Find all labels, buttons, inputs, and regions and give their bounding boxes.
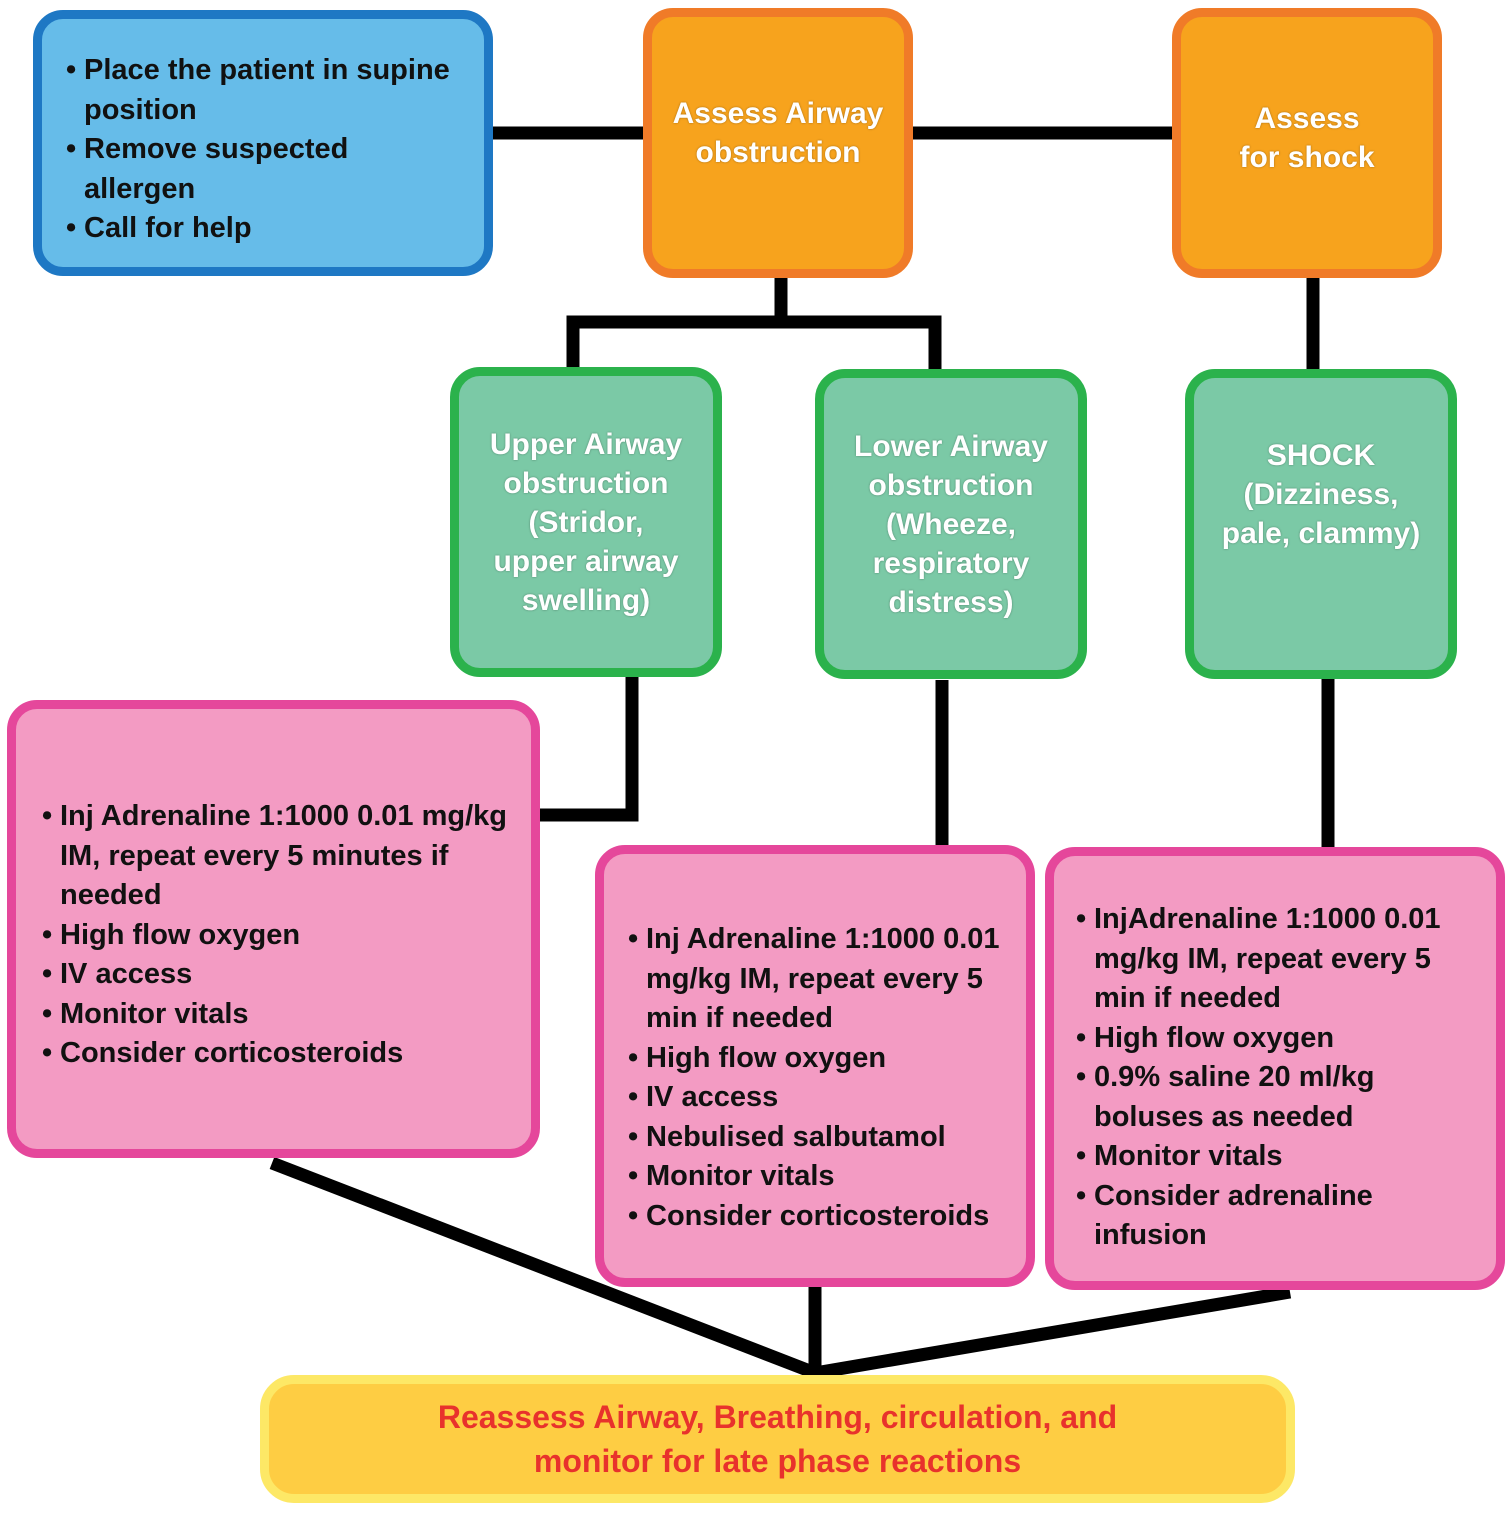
upper-airway-label: Upper Airway obstruction (Stridor, upper…	[489, 427, 683, 617]
treatment-item: Consider adrenaline infusion	[1076, 1177, 1482, 1256]
reassess-box: Reassess Airway, Breathing, circulation,…	[260, 1375, 1295, 1503]
initial-step-item: Place the patient in supine position	[66, 51, 464, 130]
treatment-item: Monitor vitals	[42, 995, 513, 1035]
connector-airway-branch	[566, 275, 788, 372]
treatment-item: Inj Adrenaline 1:1000 0.01 mg/kg IM, rep…	[42, 797, 513, 916]
treatment-item: Nebulised salbutamol	[628, 1118, 1010, 1158]
initial-steps-box: Place the patient in supine position Rem…	[33, 10, 493, 276]
shock-label: SHOCK (Dizziness, pale, clammy)	[1221, 438, 1421, 550]
treatment-item: 0.9% saline 20 ml/kg boluses as needed	[1076, 1058, 1482, 1137]
connector-upper-to-treatment	[530, 675, 639, 822]
treatment-item: Inj Adrenaline 1:1000 0.01 mg/kg IM, rep…	[628, 920, 1010, 1039]
treatment-item: High flow oxygen	[42, 916, 513, 956]
upper-treatment-list: Inj Adrenaline 1:1000 0.01 mg/kg IM, rep…	[42, 797, 513, 1074]
connector-upper-treatment-to-reassess	[269, 1156, 818, 1380]
assess-shock-box: Assess for shock	[1172, 8, 1442, 278]
treatment-item: High flow oxygen	[628, 1039, 1010, 1079]
initial-step-item: Remove suspected allergen	[66, 130, 464, 209]
lower-airway-label: Lower Airway obstruction (Wheeze, respir…	[854, 429, 1048, 619]
connector-airway-branch-lower	[781, 315, 942, 372]
lower-treatment-box: Inj Adrenaline 1:1000 0.01 mg/kg IM, rep…	[595, 845, 1035, 1287]
shock-treatment-list: InjAdrenaline 1:1000 0.01 mg/kg IM, repe…	[1076, 900, 1482, 1256]
treatment-item: High flow oxygen	[1076, 1019, 1482, 1059]
assess-airway-box: Assess Airway obstruction	[643, 8, 913, 278]
lower-airway-box: Lower Airway obstruction (Wheeze, respir…	[815, 369, 1087, 679]
treatment-item: IV access	[628, 1078, 1010, 1118]
upper-airway-box: Upper Airway obstruction (Stridor, upper…	[450, 367, 722, 677]
initial-step-item: Call for help	[66, 209, 464, 249]
treatment-item: InjAdrenaline 1:1000 0.01 mg/kg IM, repe…	[1076, 900, 1482, 1019]
assess-airway-label: Assess Airway obstruction	[672, 97, 884, 169]
treatment-item: Monitor vitals	[1076, 1137, 1482, 1177]
treatment-item: Monitor vitals	[628, 1157, 1010, 1197]
connector-shock-treatment-to-reassess	[813, 1285, 1292, 1380]
treatment-item: IV access	[42, 955, 513, 995]
shock-box: SHOCK (Dizziness, pale, clammy)	[1185, 369, 1457, 679]
lower-treatment-list: Inj Adrenaline 1:1000 0.01 mg/kg IM, rep…	[628, 920, 1010, 1236]
treatment-item: Consider corticosteroids	[628, 1197, 1010, 1237]
assess-shock-label: Assess for shock	[1239, 102, 1375, 174]
initial-steps-list: Place the patient in supine position Rem…	[66, 51, 464, 249]
shock-treatment-box: InjAdrenaline 1:1000 0.01 mg/kg IM, repe…	[1045, 847, 1505, 1290]
upper-treatment-box: Inj Adrenaline 1:1000 0.01 mg/kg IM, rep…	[7, 700, 540, 1158]
treatment-item: Consider corticosteroids	[42, 1034, 513, 1074]
reassess-label: Reassess Airway, Breathing, circulation,…	[437, 1399, 1118, 1479]
